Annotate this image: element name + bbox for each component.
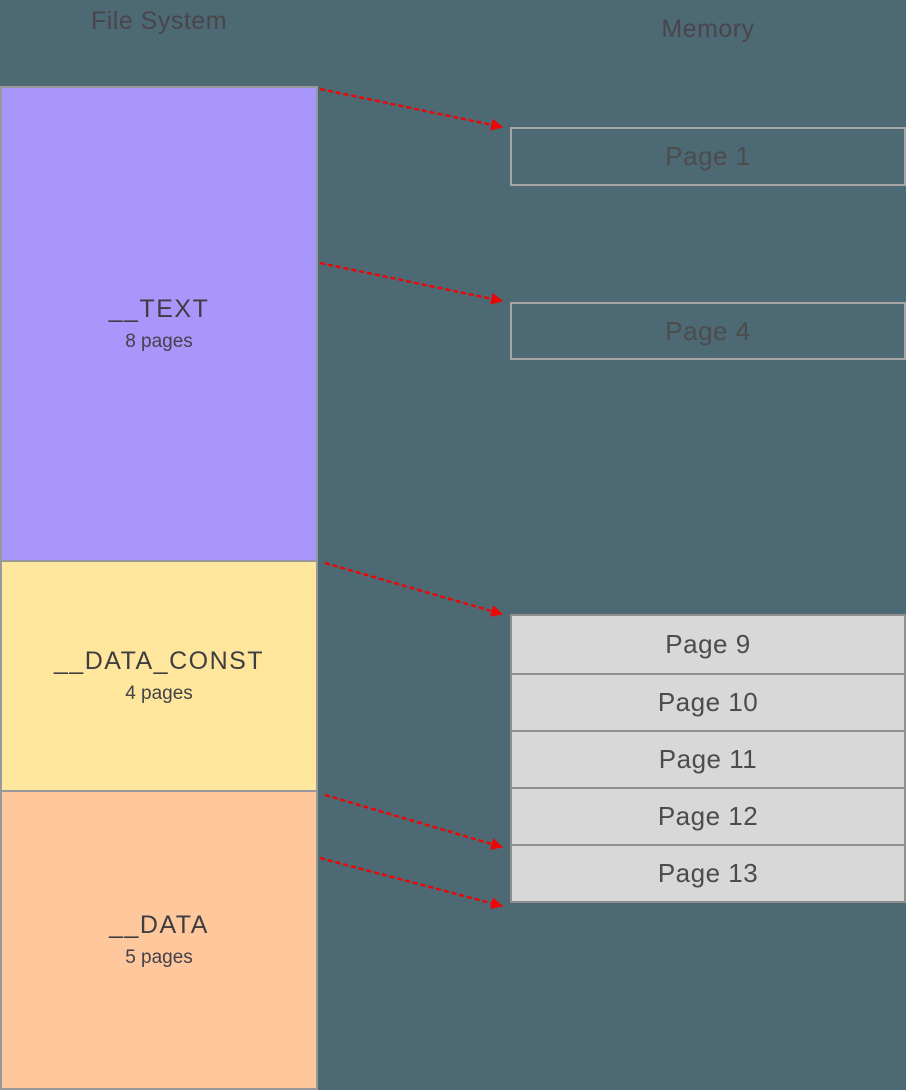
segment-data-const-size: 4 pages: [125, 683, 193, 704]
memory-page-11: Page 11: [512, 730, 904, 787]
memory-page-10-label: Page 10: [657, 687, 759, 717]
memory-title: Memory: [661, 15, 755, 43]
segment-text-size: 8 pages: [125, 331, 193, 352]
segment-data-const-name: __DATA_CONST: [53, 647, 265, 675]
memory-page-1-label: Page 1: [665, 141, 751, 171]
segment-text: __TEXT 8 pages: [2, 88, 316, 560]
memory-page-11-label: Page 11: [658, 744, 758, 774]
file-system-column: __TEXT 8 pages __DATA_CONST 4 pages __DA…: [0, 86, 318, 1090]
arrow-data-const-to-page9: [324, 561, 504, 617]
arrow-data-to-page13: [324, 793, 504, 850]
memory-page-12: Page 12: [512, 787, 904, 844]
segment-data: __DATA 5 pages: [2, 790, 316, 1088]
memory-page-4-label: Page 4: [665, 315, 751, 346]
memory-page-stack: Page 9 Page 10 Page 11 Page 12 Page 13: [510, 614, 906, 903]
segment-data-name: __DATA: [109, 911, 209, 939]
memory-page-4: Page 4: [510, 302, 906, 360]
file-system-title: File System: [90, 7, 228, 35]
segment-data-const: __DATA_CONST 4 pages: [2, 560, 316, 790]
memory-page-12-label: Page 12: [657, 801, 759, 831]
arrow-text-to-page1: [319, 87, 504, 131]
memory-page-10: Page 10: [512, 673, 904, 730]
segment-data-size: 5 pages: [125, 947, 193, 968]
memory-page-9-label: Page 9: [665, 629, 751, 659]
memory-page-1: Page 1: [510, 127, 906, 186]
memory-page-13: Page 13: [512, 844, 904, 901]
arrow-data-to-page13-end: [319, 856, 504, 910]
memory-page-13-label: Page 13: [657, 858, 759, 888]
segment-text-name: __TEXT: [108, 295, 210, 323]
arrow-text-to-page4: [319, 261, 504, 305]
memory-page-9: Page 9: [512, 616, 904, 673]
